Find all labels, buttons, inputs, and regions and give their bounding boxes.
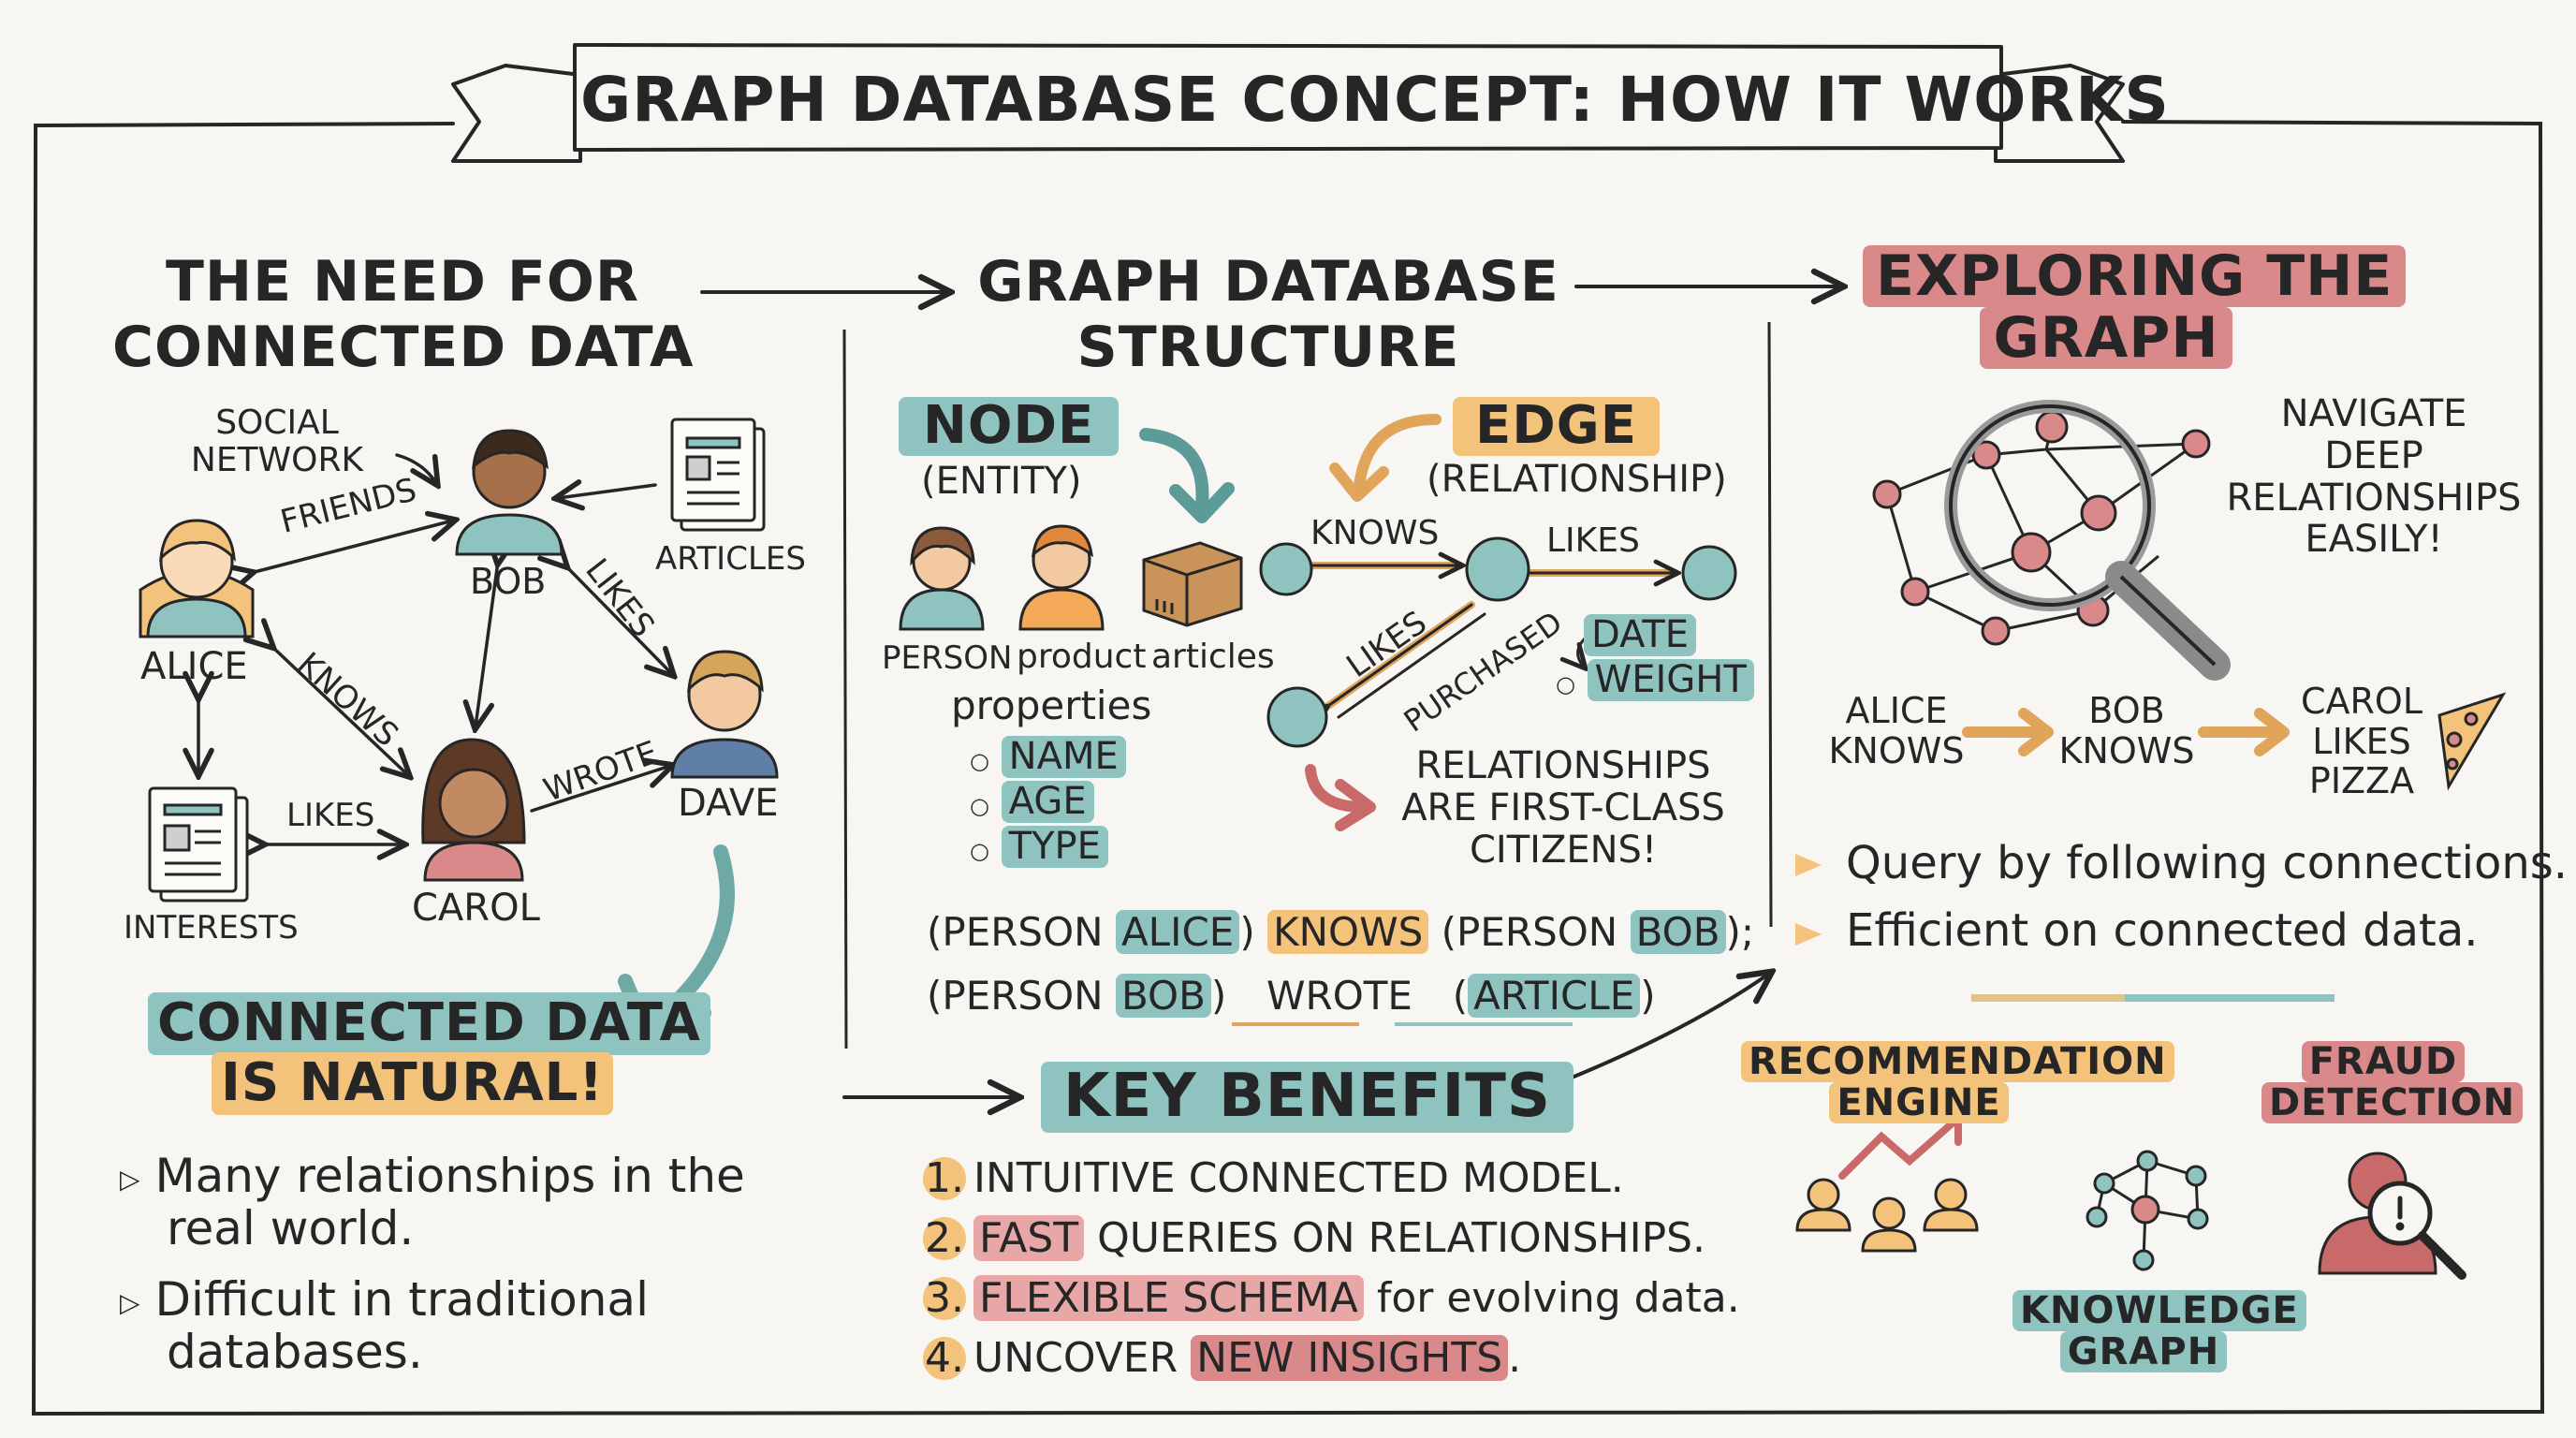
edge-prop-weight: ○ WEIGHT <box>1556 659 1754 701</box>
dave-icon <box>670 650 779 779</box>
connected-data-callout-line1: CONNECTED DATA <box>148 992 710 1055</box>
carol-icon <box>421 738 526 882</box>
explore-heading: EXPLORING THE GRAPH <box>1863 245 2407 369</box>
need-heading-line2: CONNECTED DATA <box>112 315 695 380</box>
navigate-note: NAVIGATE DEEP RELATIONSHIPS EASILY! <box>2226 392 2522 562</box>
structure-nodes <box>1259 536 1737 748</box>
benefit-4: 4.UNCOVER NEW INSIGHTS. <box>923 1334 1522 1382</box>
structure-heading-line1: GRAPH DATABASE <box>977 249 1559 315</box>
property-bullet-icon: ○ <box>970 793 989 819</box>
use-case-recommendation: RECOMMENDATION ENGINE <box>1741 1041 2174 1123</box>
benefit-3: 3.FLEXIBLE SCHEMA for evolving data. <box>923 1274 1740 1322</box>
use-case-fraud: FRAUD DETECTION <box>2261 1041 2524 1123</box>
property-bullet-icon: ○ <box>970 838 989 864</box>
entity-product-label: product <box>1017 638 1147 676</box>
first-class-note: RELATIONSHIPS ARE FIRST-CLASS CITIZENS! <box>1401 744 1725 872</box>
title-banner <box>451 43 2125 163</box>
likes-interests-label: LIKES <box>286 797 375 834</box>
recommendation-icon <box>1795 1114 1979 1253</box>
need-bullet-2: ▷ Difficult in traditional databases. <box>120 1272 649 1379</box>
path-bob: BOB KNOWS <box>2058 690 2195 771</box>
bullet-triangle-icon: ▷ <box>120 1163 140 1195</box>
box-icon <box>1142 541 1243 627</box>
path-arrows <box>1962 708 2290 756</box>
edge-knows-label: KNOWS <box>1310 514 1440 552</box>
page-title: GRAPH DATABASE CONCEPT: HOW IT WORKS <box>580 64 2170 136</box>
explore-bullet-2: Efficient on connected data. <box>1846 904 2479 957</box>
carol-label: CAROL <box>412 887 540 930</box>
query-line-1: (PERSON ALICE) KNOWS (PERSON BOB); <box>927 909 1755 955</box>
node-label: NODE <box>899 396 1120 456</box>
interests-label: INTERESTS <box>124 909 299 946</box>
path-alice: ALICE KNOWS <box>1828 690 1965 771</box>
graph-node <box>1266 686 1328 748</box>
frame <box>31 120 2545 1416</box>
alice-icon <box>139 519 255 638</box>
graph-node <box>1465 536 1530 602</box>
entity-person-label: PERSON <box>882 639 1013 677</box>
knowledge-graph-icon <box>2086 1150 2209 1271</box>
property-age: ○ AGE <box>970 781 1094 823</box>
person-entity-icon <box>899 526 985 631</box>
articles-label: ARTICLES <box>655 540 806 578</box>
property-bullet-icon: ○ <box>970 748 989 774</box>
properties-label: properties <box>951 682 1152 728</box>
need-heading-line1: THE NEED FOR <box>165 249 640 315</box>
pizza-icon <box>2437 692 2507 791</box>
social-network-label: SOCIAL NETWORK <box>190 404 364 480</box>
flow-arrows <box>700 286 1840 1097</box>
edge-prop-date: DATE <box>1584 614 1697 656</box>
connected-data-callout-line2: IS NATURAL! <box>212 1052 613 1115</box>
fraud-icon <box>2318 1152 2466 1280</box>
magnifier-icon <box>1944 400 2231 681</box>
product-person-icon <box>1018 524 1105 631</box>
column-dividers <box>842 321 1773 1049</box>
benefit-2: 2.FAST QUERIES ON RELATIONSHIPS. <box>923 1214 1706 1262</box>
graph-node <box>1259 542 1313 596</box>
structure-edges <box>1310 565 1676 717</box>
bullet-triangle-icon: ▷ <box>120 1286 140 1318</box>
property-name: ○ NAME <box>970 736 1126 778</box>
articles-icon <box>670 418 766 532</box>
graph-node <box>1681 545 1737 601</box>
edge-arrow-icon <box>1329 414 1442 502</box>
benefit-1: 1.INTUITIVE CONNECTED MODEL. <box>923 1154 1624 1202</box>
edge-label: EDGE <box>1453 396 1660 456</box>
alice-label: ALICE <box>140 645 248 688</box>
entity-articles-label: articles <box>1151 638 1275 676</box>
dave-label: DAVE <box>678 782 779 825</box>
bob-label: BOB <box>470 561 547 602</box>
property-type: ○ TYPE <box>970 826 1108 868</box>
node-arrow-icon <box>1139 428 1235 523</box>
need-edges <box>198 453 672 844</box>
path-carol: CAROL LIKES PIZZA <box>2300 681 2422 802</box>
edge-likes-top-label: LIKES <box>1546 521 1640 560</box>
first-class-arrow <box>1305 764 1376 831</box>
edge-sub: (RELATIONSHIP) <box>1427 458 1727 501</box>
node-sub: (ENTITY) <box>921 460 1082 503</box>
need-bullet-1: ▷ Many relationships in the real world. <box>120 1149 745 1255</box>
benefits-heading: KEY BENEFITS <box>1041 1062 1573 1133</box>
query-line-2: (PERSON BOB) WROTE (ARTICLE) <box>927 973 1656 1019</box>
structure-heading-line2: STRUCTURE <box>1076 315 1460 380</box>
bob-icon <box>455 429 564 556</box>
use-case-knowledge: KNOWLEDGE GRAPH <box>2012 1290 2306 1372</box>
property-bullet-icon: ○ <box>1556 671 1575 697</box>
explore-bullets <box>1795 854 1822 946</box>
explore-bullet-1: Query by following connections. <box>1846 837 2569 889</box>
interests-icon <box>148 786 249 902</box>
